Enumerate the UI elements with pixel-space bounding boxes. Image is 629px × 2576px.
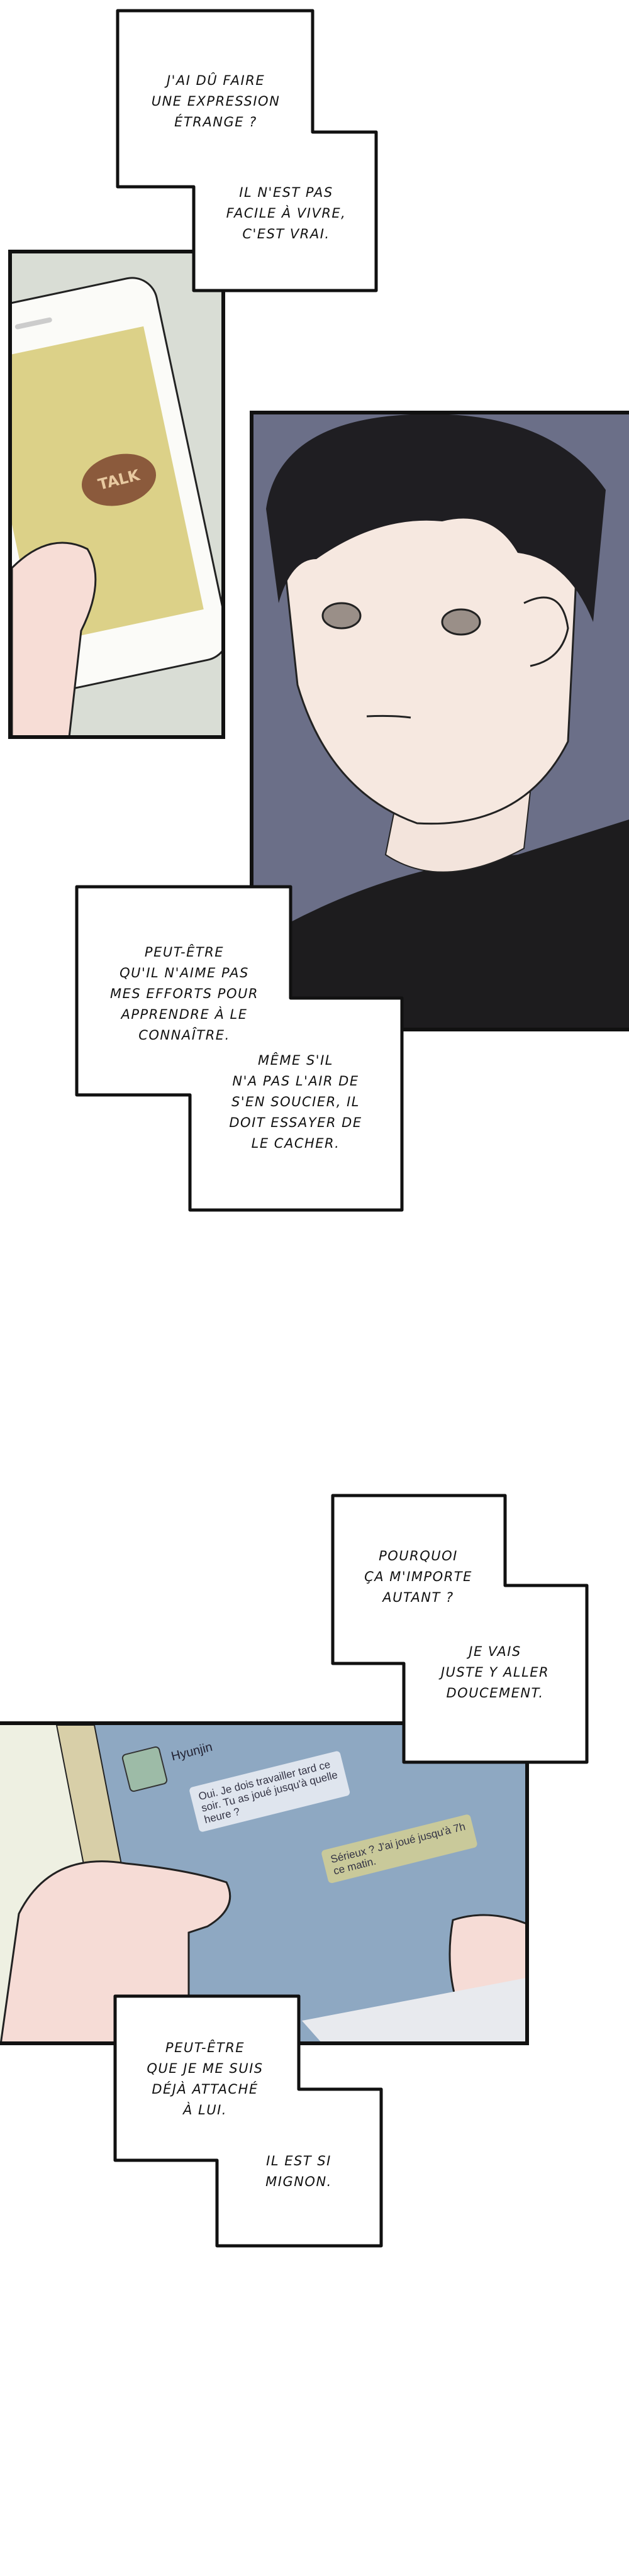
caption-box-4 [113, 1994, 383, 2248]
panel-character-face [250, 411, 629, 1031]
caption-4: MÊME S'IL N'A PAS L'AIR DE S'EN SOUCIER,… [229, 1053, 362, 1151]
caption-8: IL EST SI MIGNON. [265, 2153, 332, 2189]
caption-2: IL N'EST PAS FACILE À VIVRE, C'EST VRAI. [226, 185, 347, 242]
panel-phone-talk: TALK [8, 250, 225, 739]
caption-box-1 [116, 9, 378, 292]
caption-6: JE VAIS JUSTE Y ALLER DOUCEMENT. [440, 1644, 550, 1701]
caption-5: POURQUOI ÇA M'IMPORTE AUTANT ? [364, 1548, 472, 1605]
caption-1: J'AI DÛ FAIRE UNE EXPRESSION ÉTRANGE ? [151, 73, 281, 130]
caption-7: PEUT-ÊTRE QUE JE ME SUIS DÉJÀ ATTACHÉ À … [147, 2040, 264, 2118]
caption-box-2 [75, 885, 404, 1212]
caption-box-3 [331, 1494, 589, 1764]
contact-avatar [121, 1746, 168, 1792]
character-illustration [253, 414, 629, 1028]
caption-3: PEUT-ÊTRE QU'IL N'AIME PAS MES EFFORTS P… [110, 945, 259, 1043]
